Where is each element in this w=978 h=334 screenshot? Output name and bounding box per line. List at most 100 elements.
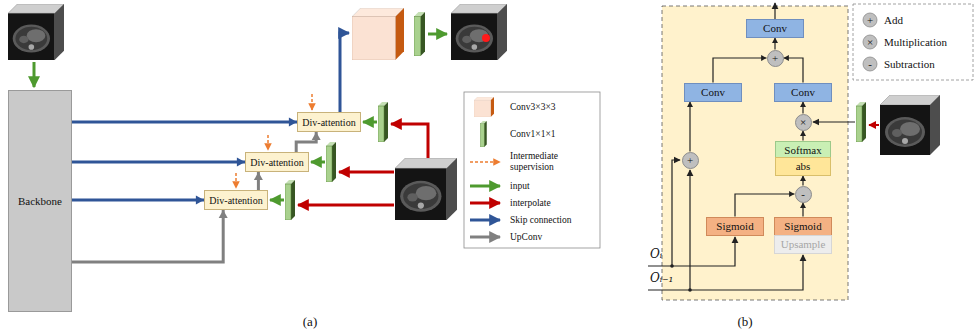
conv-box: Conv xyxy=(746,19,804,38)
node-text: Conv xyxy=(701,86,725,98)
signal-wire xyxy=(648,255,803,290)
arrowhead xyxy=(196,196,204,205)
conv-box: Conv xyxy=(684,83,742,102)
arrowhead xyxy=(687,102,693,107)
legend-sample xyxy=(470,236,500,239)
supervision-arrow xyxy=(235,173,237,188)
upsample-box: Upsample xyxy=(774,235,832,254)
node-text: Div-attention xyxy=(209,195,262,206)
signal-name: Oᵢ xyxy=(650,248,662,262)
conv1-block xyxy=(326,142,336,182)
flow-arrow xyxy=(800,102,806,114)
skip-arrow xyxy=(340,33,349,112)
upconv-arrow xyxy=(72,210,228,262)
arrowhead xyxy=(761,55,766,61)
operator-symbol: - xyxy=(868,58,872,71)
operator-circle: + xyxy=(767,50,784,67)
arrowhead xyxy=(784,55,789,61)
legend-sample xyxy=(863,13,877,27)
flow-arrow xyxy=(687,102,693,152)
signal-name: Oᵢ₋₁ xyxy=(650,272,673,286)
arrowhead xyxy=(800,131,806,136)
sigmoid-box: Sigmoid xyxy=(706,217,764,236)
node-text: Sigmoid xyxy=(716,220,753,232)
tumor-mark xyxy=(482,34,490,42)
legend-box xyxy=(853,4,973,80)
interpolate-arrow xyxy=(869,124,879,126)
input-arrow xyxy=(428,33,447,36)
node-text: × xyxy=(800,116,806,128)
module-panel xyxy=(662,6,848,300)
flow-arrow xyxy=(735,191,795,217)
node-text: Softmax xyxy=(784,144,821,156)
signal-wire xyxy=(672,160,680,266)
skip-connection xyxy=(72,196,204,205)
skip-connection xyxy=(72,158,245,167)
node-text: Sigmoid xyxy=(784,220,821,232)
legend-sample xyxy=(474,97,494,117)
legend-sample xyxy=(470,185,500,188)
connector-line xyxy=(72,161,245,164)
attention-box: Div-attention xyxy=(245,152,309,172)
arrowhead xyxy=(312,132,321,140)
legend-text: interpolate xyxy=(510,198,551,209)
legend-text: Subtraction xyxy=(884,58,935,71)
connector-line xyxy=(784,58,804,83)
upconv-arrow xyxy=(254,172,263,190)
legend-box xyxy=(464,92,600,248)
arrowhead xyxy=(219,210,228,218)
conv1-block xyxy=(856,102,866,142)
connector-line xyxy=(72,199,204,202)
operator-symbol: × xyxy=(867,36,873,49)
input-arrow xyxy=(311,161,325,164)
legend-sample xyxy=(863,57,877,71)
arrowhead xyxy=(772,38,778,43)
node-text: Conv xyxy=(791,86,815,98)
panel-label: (b) xyxy=(737,315,752,330)
legend-sample xyxy=(863,35,877,49)
legend-text: Skip connection xyxy=(510,215,571,226)
connector-line xyxy=(72,210,223,262)
junction-dot xyxy=(670,264,674,268)
arrowhead xyxy=(789,191,794,197)
skip-connection xyxy=(72,118,297,127)
legend-sample xyxy=(470,202,500,205)
legend-text: UpConv xyxy=(510,232,542,243)
junction-dot xyxy=(688,288,692,292)
connector-line xyxy=(296,132,316,152)
ct-volume xyxy=(395,158,457,220)
node-text: - xyxy=(801,188,805,200)
connector-line xyxy=(72,121,297,124)
upconv-arrow xyxy=(296,132,321,152)
legend-text: Add xyxy=(884,14,903,27)
backbone-box: Backbone xyxy=(8,90,72,312)
legend-sample xyxy=(480,121,487,147)
conv1-block xyxy=(285,180,295,220)
node-text: Conv xyxy=(763,22,787,34)
arrowhead xyxy=(237,158,245,167)
supervision-arrow xyxy=(267,135,269,150)
node-text: abs xyxy=(796,160,811,172)
input-arrow xyxy=(363,121,377,124)
flow-arrow xyxy=(713,55,767,83)
node-text: Div-attention xyxy=(250,157,303,168)
flow-arrow xyxy=(800,131,806,141)
attention-box: Div-attention xyxy=(297,112,361,132)
panel-label: (a) xyxy=(303,315,317,330)
interpolate-arrow xyxy=(391,124,428,158)
flow-arrow xyxy=(800,203,806,217)
node-text: + xyxy=(687,154,693,166)
conv1-block xyxy=(414,12,425,56)
signal-wire xyxy=(813,121,855,122)
supervision-arrow xyxy=(311,94,313,110)
output-arrow xyxy=(774,3,775,19)
connector-line xyxy=(713,58,767,83)
flow-arrow xyxy=(800,176,806,186)
legend-text: Conv3×3×3 xyxy=(510,102,556,113)
sigmoid-box: Sigmoid xyxy=(774,217,832,236)
attention-box: Div-attention xyxy=(204,190,268,210)
flow-arrow xyxy=(784,55,804,83)
conv3-block xyxy=(352,8,404,60)
